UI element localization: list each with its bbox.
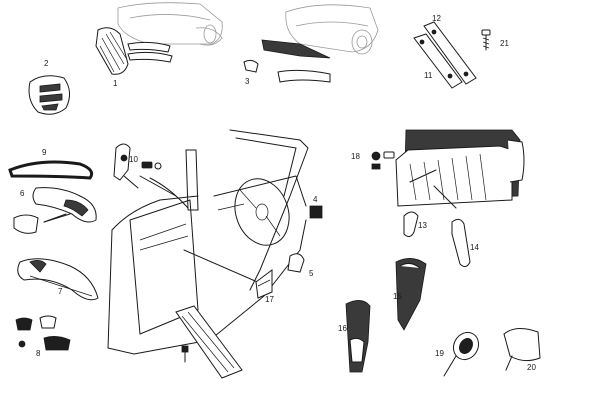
door-trim-panel	[371, 129, 525, 207]
part-number-5: 5	[309, 269, 314, 278]
trim-pieces-part	[15, 315, 71, 351]
side-vent-part	[28, 75, 70, 115]
door-pull-handles	[403, 211, 471, 268]
car-door-assembly	[107, 129, 309, 379]
part-number-19: 19	[435, 349, 444, 358]
part-number-6: 6	[20, 189, 25, 198]
part-number-2: 2	[44, 59, 49, 68]
part-number-4: 4	[313, 195, 318, 204]
hinge-bracket-parts	[413, 21, 477, 89]
part-number-14: 14	[470, 243, 479, 252]
part-number-10: 10	[129, 155, 138, 164]
screw-part	[481, 29, 491, 51]
car-front-left-illustration	[117, 2, 223, 46]
part-number-17: 17	[265, 295, 274, 304]
striker-plate-part	[255, 269, 273, 299]
part-number-16: 16	[338, 324, 347, 333]
grille-inserts	[95, 27, 173, 75]
part-number-18: 18	[351, 152, 360, 161]
part-number-20: 20	[527, 363, 536, 372]
small-bracket-parts	[287, 205, 323, 273]
inner-handle-part	[17, 258, 99, 301]
part-number-11: 11	[424, 71, 433, 80]
part-number-3: 3	[245, 77, 250, 86]
leader-lines	[43, 169, 457, 223]
part-number-21: 21	[500, 39, 509, 48]
bumper-parts	[243, 39, 331, 83]
part-number-labels: 1 2 3 4 5 6 7 8 9 10 11 12 13 14 15 16 1…	[20, 14, 536, 372]
part-number-8: 8	[36, 349, 41, 358]
part-number-1: 1	[113, 79, 118, 88]
part-number-12: 12	[432, 14, 441, 23]
mirror-parts	[443, 328, 541, 377]
door-handle-part	[13, 187, 97, 234]
part-number-7: 7	[58, 287, 63, 296]
armrest-parts	[345, 258, 427, 373]
part-number-9: 9	[42, 148, 47, 157]
window-seal-part	[8, 160, 94, 180]
part-number-13: 13	[418, 221, 427, 230]
part-number-15: 15	[393, 292, 402, 301]
car-front-right-illustration	[285, 4, 379, 55]
window-handle-part	[113, 143, 162, 189]
